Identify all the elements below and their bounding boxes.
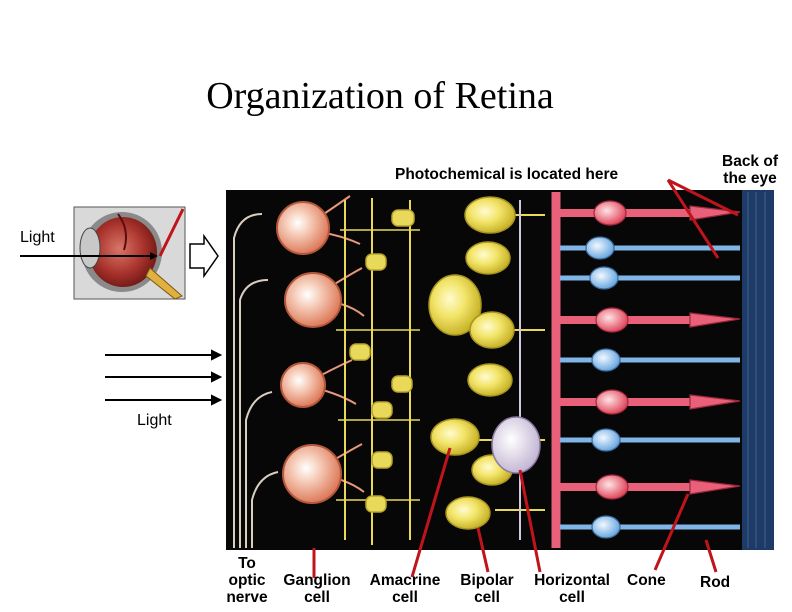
horizontal-line2: cell xyxy=(559,589,585,606)
ganglion-cell-label: Ganglion cell xyxy=(276,572,358,606)
slide-title: Organization of Retina xyxy=(206,75,554,117)
amacrine-line1: Amacrine xyxy=(369,572,441,589)
amacrine-cells xyxy=(336,198,420,545)
retina-panel xyxy=(226,190,774,550)
eye-illustration xyxy=(73,206,186,300)
bipolar-cell-label: Bipolar cell xyxy=(452,572,522,606)
rod-label: Rod xyxy=(700,574,731,591)
to-optic-nerve-label: To optic nerve xyxy=(222,555,272,606)
eye-pointer-line xyxy=(158,208,185,257)
photochemical-label: Photochemical is located here xyxy=(395,166,619,183)
ganglion-cells xyxy=(276,195,365,504)
bipolar-cells xyxy=(428,196,545,530)
light-label-left: Light xyxy=(20,229,55,246)
light-ray-arrows xyxy=(105,349,223,406)
amacrine-line2: cell xyxy=(392,589,418,606)
cone-label: Cone xyxy=(627,572,666,589)
back-of-eye-line2: the eye xyxy=(723,170,777,187)
horizontal-cell-label: Horizontal cell xyxy=(526,572,618,606)
light-ray-eye xyxy=(20,252,158,260)
back-of-eye-label: Back of the eye xyxy=(708,153,792,187)
horizontal-line1: Horizontal xyxy=(534,572,610,589)
horizontal-cell xyxy=(491,200,541,540)
ganglion-line1: Ganglion xyxy=(283,572,351,589)
hollow-arrow-icon xyxy=(189,233,219,279)
amacrine-cell-label: Amacrine cell xyxy=(360,572,450,606)
back-of-eye-line1: Back of xyxy=(722,153,778,170)
ganglion-line2: cell xyxy=(304,589,330,606)
bipolar-line2: cell xyxy=(474,589,500,606)
to-optic-nerve-line2: optic xyxy=(228,572,266,589)
to-optic-nerve-line1: To xyxy=(238,555,256,572)
bipolar-line1: Bipolar xyxy=(460,572,514,589)
pointer-lines xyxy=(312,178,739,578)
to-optic-nerve-line3: nerve xyxy=(226,589,268,606)
light-label-middle: Light xyxy=(137,412,172,429)
